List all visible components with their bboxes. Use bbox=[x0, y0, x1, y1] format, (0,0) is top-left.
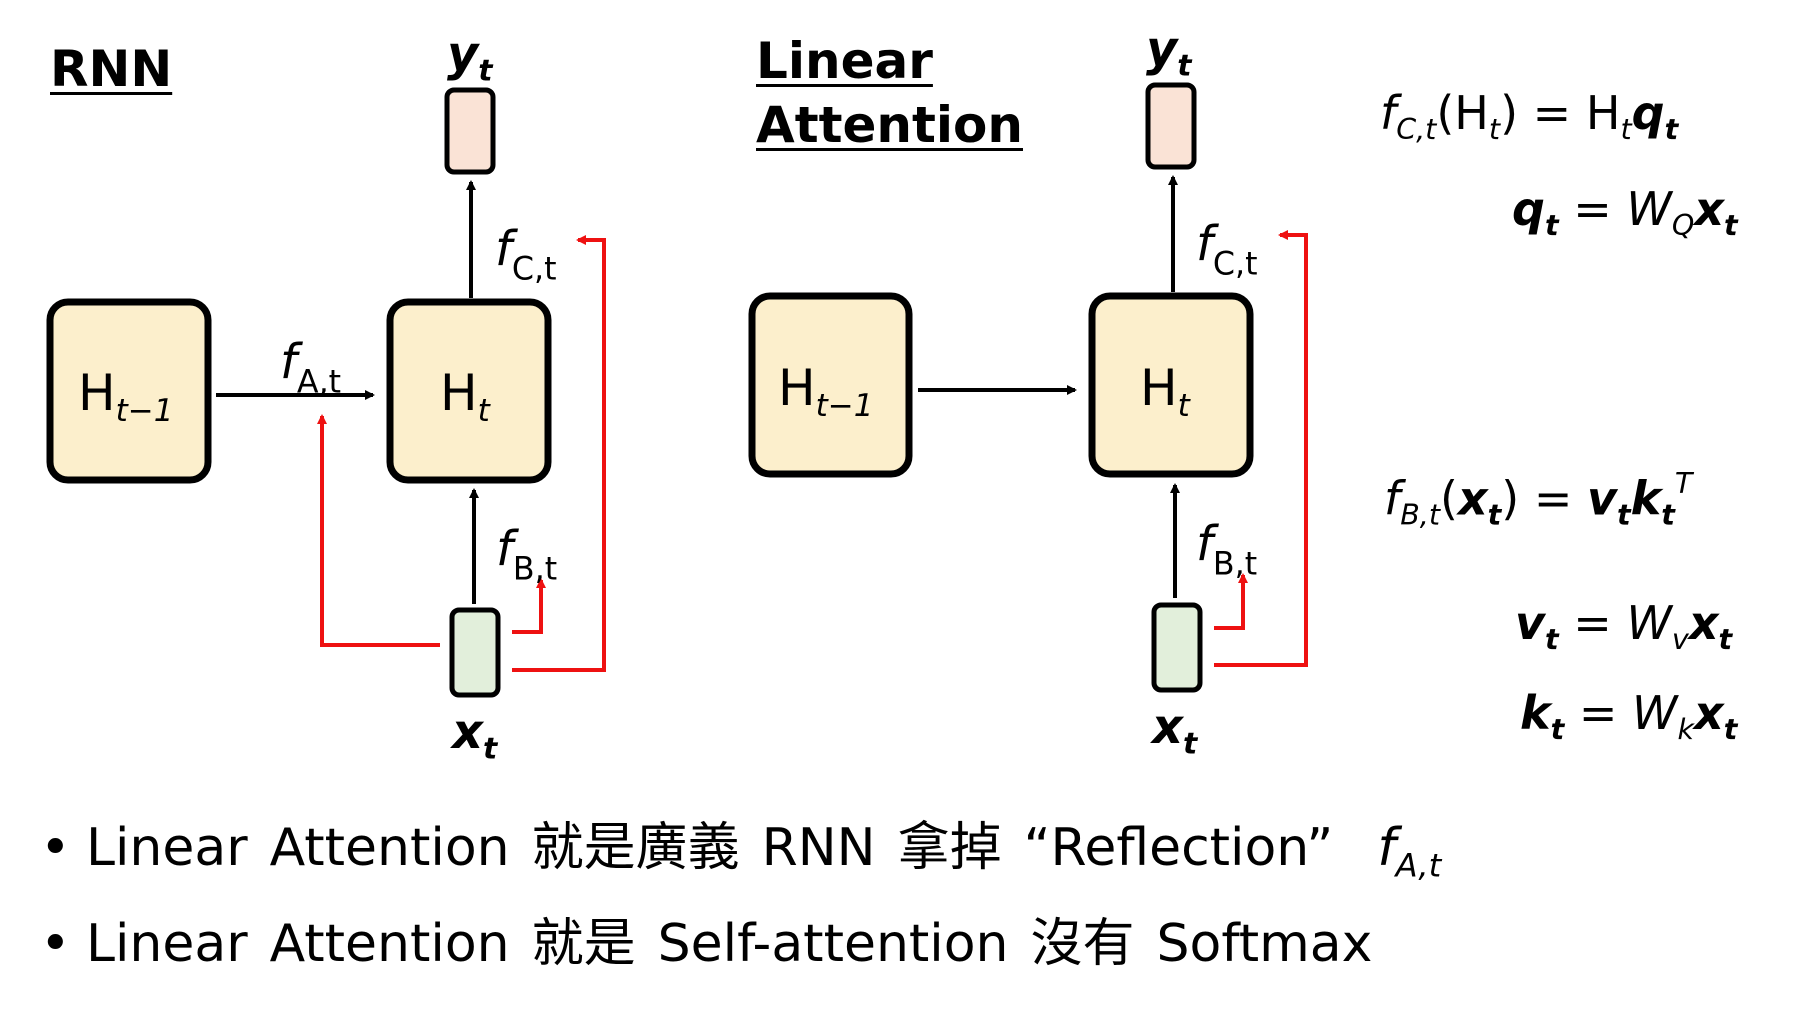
rnn-state-box bbox=[386, 298, 552, 484]
rnn-input-box bbox=[449, 607, 501, 698]
linear-fb-label: fB,t bbox=[1196, 516, 1258, 583]
linear-input-box bbox=[1151, 602, 1203, 693]
rnn-output-label: yt bbox=[447, 26, 493, 89]
equation-fb: fB,t(xt) = vtktT bbox=[1384, 467, 1693, 532]
linear-state-label: Ht bbox=[1140, 359, 1190, 424]
linear-fc-label: fC,t bbox=[1196, 216, 1258, 283]
rnn-prev-state-box bbox=[46, 298, 212, 484]
linear-heading-line1: Linear bbox=[756, 32, 933, 90]
rnn-heading: RNN bbox=[50, 40, 173, 98]
equation-fc: fC,t(Ht) = Htqt bbox=[1380, 86, 1679, 146]
equation-q: qt = WQxt bbox=[1512, 182, 1738, 242]
rnn-red-arrow-fc bbox=[512, 235, 606, 672]
rnn-fa-label: fA,t bbox=[280, 334, 342, 401]
linear-output-label: yt bbox=[1146, 21, 1192, 84]
linear-heading-line2: Attention bbox=[756, 96, 1023, 154]
linear-red-arrow-fc bbox=[1214, 230, 1308, 667]
rnn-input-label: xt bbox=[452, 704, 498, 767]
linear-input-label: xt bbox=[1152, 699, 1198, 762]
linear-output-box bbox=[1145, 82, 1197, 170]
equation-k: kt = Wkxt bbox=[1520, 686, 1738, 746]
linear-state-box bbox=[1088, 292, 1254, 478]
linear-prev-state-box bbox=[748, 292, 913, 478]
rnn-prev-state-label: Ht−1 bbox=[78, 364, 174, 429]
linear-red-arrow-fb bbox=[1214, 573, 1248, 630]
rnn-red-arrow-fb bbox=[512, 578, 546, 634]
rnn-output-box bbox=[444, 87, 496, 175]
rnn-red-arrow-fa bbox=[317, 414, 440, 647]
equation-v: vt = Wvxt bbox=[1515, 596, 1733, 656]
rnn-fc-label: fC,t bbox=[495, 221, 557, 288]
rnn-state-label: Ht bbox=[440, 364, 490, 429]
rnn-fb-label: fB,t bbox=[496, 521, 558, 588]
linear-prev-state-label: Ht−1 bbox=[778, 359, 874, 424]
